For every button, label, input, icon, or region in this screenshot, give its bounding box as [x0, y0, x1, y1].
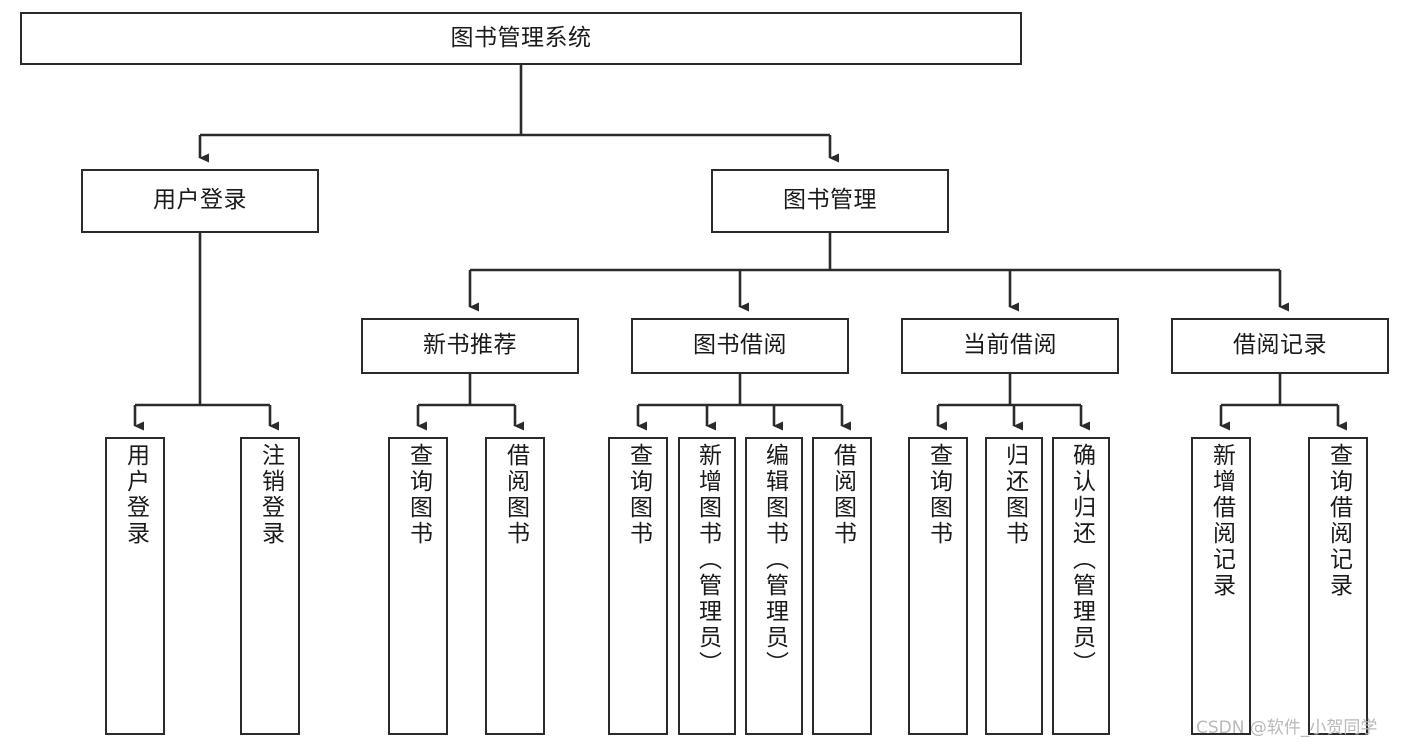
node-label: 新书推荐 [423, 332, 517, 359]
node-leaf-query-book-2[interactable]: 查询图书 [608, 437, 668, 735]
node-label: 图书借阅 [693, 332, 787, 359]
node-label: 借阅图书 [502, 443, 529, 547]
node-leaf-query-book-3[interactable]: 查询图书 [908, 437, 968, 735]
node-root[interactable]: 图书管理系统 [20, 12, 1022, 65]
node-current-borrow[interactable]: 当前借阅 [901, 318, 1119, 374]
node-new-book-rec[interactable]: 新书推荐 [361, 318, 579, 374]
node-label: 查询图书 [925, 443, 952, 547]
node-label: 查询借阅记录 [1325, 443, 1352, 599]
node-label: 查询图书 [405, 443, 432, 547]
node-book-manage[interactable]: 图书管理 [711, 169, 949, 233]
node-borrow-record[interactable]: 借阅记录 [1171, 318, 1389, 374]
node-leaf-confirm-return[interactable]: 确认归还（管理员） [1052, 437, 1110, 735]
node-leaf-add-record[interactable]: 新增借阅记录 [1191, 437, 1251, 735]
node-leaf-borrow-book-2[interactable]: 借阅图书 [812, 437, 872, 735]
node-label: 编辑图书（管理员） [761, 443, 788, 677]
node-leaf-query-record[interactable]: 查询借阅记录 [1308, 437, 1368, 735]
node-label: 新增图书（管理员） [694, 443, 721, 677]
node-label: 图书管理 [783, 187, 877, 214]
node-label: 借阅记录 [1233, 332, 1327, 359]
node-leaf-add-book[interactable]: 新增图书（管理员） [678, 437, 736, 735]
node-label: 用户登录 [153, 187, 247, 214]
node-label: 当前借阅 [963, 332, 1057, 359]
node-leaf-return-book[interactable]: 归还图书 [985, 437, 1043, 735]
node-leaf-query-book-1[interactable]: 查询图书 [388, 437, 448, 735]
node-label: 归还图书 [1001, 443, 1028, 547]
node-label: 确认归还（管理员） [1068, 443, 1095, 677]
node-user-login[interactable]: 用户登录 [81, 169, 319, 233]
node-label: 注销登录 [257, 443, 284, 547]
node-label: 图书管理系统 [450, 24, 592, 51]
node-leaf-user-login[interactable]: 用户登录 [105, 437, 165, 735]
node-leaf-user-logout[interactable]: 注销登录 [240, 437, 300, 735]
node-label: 新增借阅记录 [1208, 443, 1235, 599]
node-label: 借阅图书 [829, 443, 856, 547]
csdn-watermark: CSDN @软件_小贺同学 [1196, 718, 1378, 738]
node-leaf-edit-book[interactable]: 编辑图书（管理员） [745, 437, 803, 735]
node-book-borrow[interactable]: 图书借阅 [631, 318, 849, 374]
node-label: 查询图书 [625, 443, 652, 547]
node-label: 用户登录 [122, 443, 149, 547]
node-leaf-borrow-book-1[interactable]: 借阅图书 [485, 437, 545, 735]
